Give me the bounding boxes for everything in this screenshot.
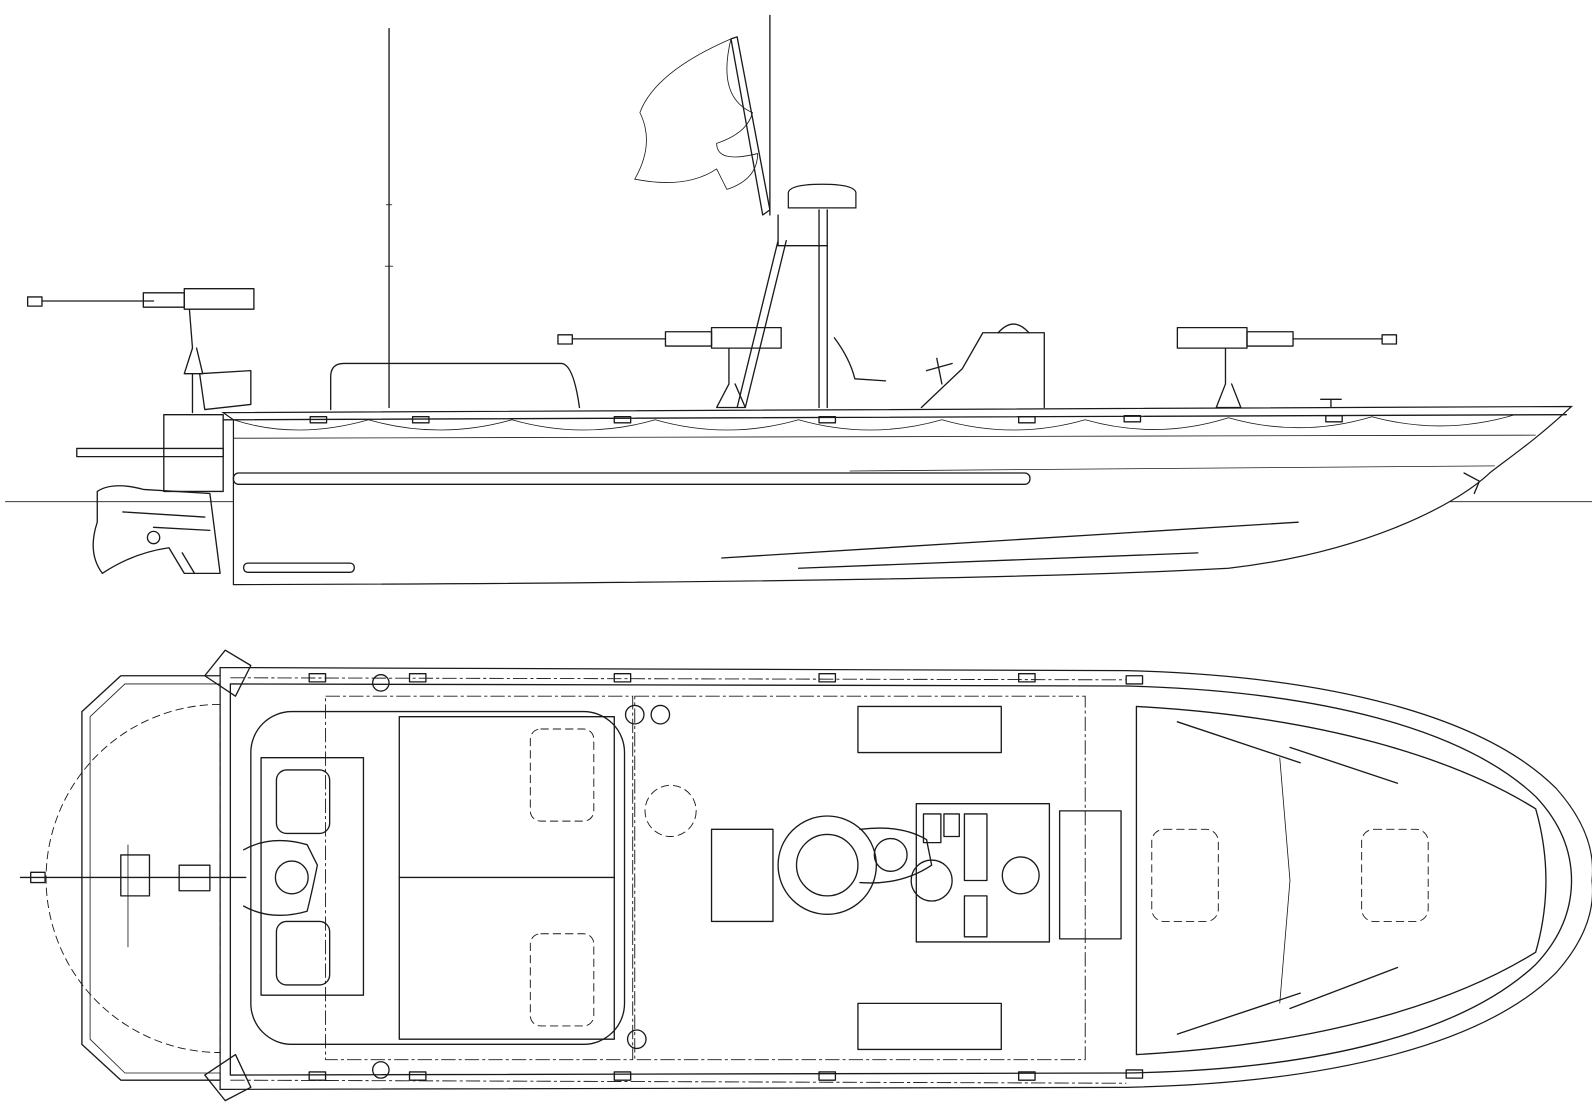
helm-wheel	[910, 859, 953, 902]
crew-member-helm	[859, 827, 933, 884]
nav-display-2	[943, 813, 960, 838]
radar-mast	[634, 14, 887, 409]
hull-profile	[221, 405, 1574, 586]
deck-inner-outline	[229, 683, 1573, 1076]
sheer-line	[233, 434, 1536, 439]
midship-machine-gun	[557, 326, 782, 409]
helm-seat-plan	[710, 828, 774, 923]
stern-post	[163, 413, 224, 493]
rub-strake	[232, 472, 1031, 485]
switch-panel	[963, 813, 988, 882]
plan-view	[19, 649, 1592, 1102]
spray-rail-2	[797, 552, 1199, 569]
side-profile-view	[5, 14, 1592, 586]
aft-console	[330, 362, 581, 411]
chine-line	[849, 465, 1495, 472]
nav-display-3	[963, 895, 988, 938]
helm-seat	[920, 332, 1045, 409]
flag	[634, 38, 759, 190]
radar-dome	[787, 183, 857, 209]
nav-display-1	[922, 813, 942, 844]
aft-bench-seat	[260, 756, 365, 996]
outboard-engines-plan	[204, 649, 252, 1102]
dashboard-console	[915, 803, 1051, 943]
bow-gun-port-plan	[1176, 721, 1399, 784]
hull-vent	[242, 562, 355, 573]
bow-gun-starboard-plan	[1176, 966, 1399, 1035]
life-raft-port	[857, 705, 1002, 754]
deck-cleats	[309, 415, 1343, 424]
anchor-fitting	[1463, 472, 1481, 495]
compass	[1001, 856, 1040, 895]
outboard-engine	[92, 485, 221, 575]
gun-ring	[777, 815, 878, 915]
hull-outline-plan	[219, 666, 1592, 1090]
life-raft-starboard	[857, 1002, 1002, 1051]
spray-rail-1	[721, 521, 1299, 559]
life-raft-forward	[1058, 810, 1122, 940]
stern-gun-plan	[19, 844, 247, 948]
bow-cleat	[1320, 398, 1342, 409]
deck-cleats-plan	[308, 673, 1144, 1081]
stern-machine-gun	[26, 288, 255, 414]
aft-cockpit	[250, 710, 626, 1045]
crew-member-aft	[242, 839, 319, 916]
lifeline-sag	[233, 414, 1516, 431]
swim-platform	[76, 447, 224, 458]
stern-arc	[45, 703, 221, 1053]
bow-machine-gun	[1176, 326, 1398, 409]
flag-pole-mount	[730, 36, 771, 216]
helm-wheel-side	[925, 357, 953, 385]
